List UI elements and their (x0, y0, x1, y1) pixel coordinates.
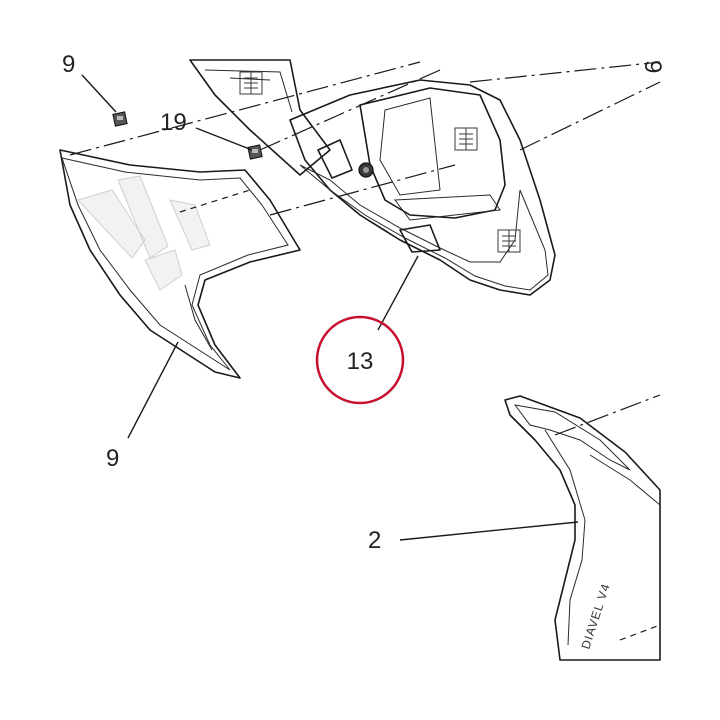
part-9-left-panel (59, 149, 301, 379)
callout-9-top: 9 (62, 51, 75, 78)
part-13-side-panel (189, 59, 556, 296)
part-13-upper-arm (189, 59, 331, 176)
callout-13-circle (315, 315, 405, 405)
leader-lines (81, 74, 579, 541)
part-2-body (504, 395, 661, 661)
mould-mark-a (454, 127, 478, 151)
mould-mark-c (239, 71, 263, 95)
callout-9-bottom: 9 (106, 445, 119, 472)
mould-mark-b (497, 229, 521, 253)
fastener-clip-upper (112, 111, 128, 127)
part-13-body (289, 79, 556, 296)
part-13-recess (359, 87, 506, 219)
part-2-tank-panel: DIAVEL V4 (504, 395, 661, 661)
fastener-clip-19 (247, 144, 263, 160)
callout-19: 19 (160, 109, 187, 136)
callout-9-top-right: 9 (639, 60, 666, 73)
part-2-decal-text: DIAVEL V4 (578, 581, 612, 650)
assembly-lines (69, 61, 661, 641)
part-9-body (59, 149, 301, 379)
callout-13-highlight[interactable]: 13 (315, 315, 405, 405)
callout-13: 13 (347, 348, 374, 375)
callout-2: 2 (368, 527, 381, 554)
part-9-decal (77, 175, 211, 291)
